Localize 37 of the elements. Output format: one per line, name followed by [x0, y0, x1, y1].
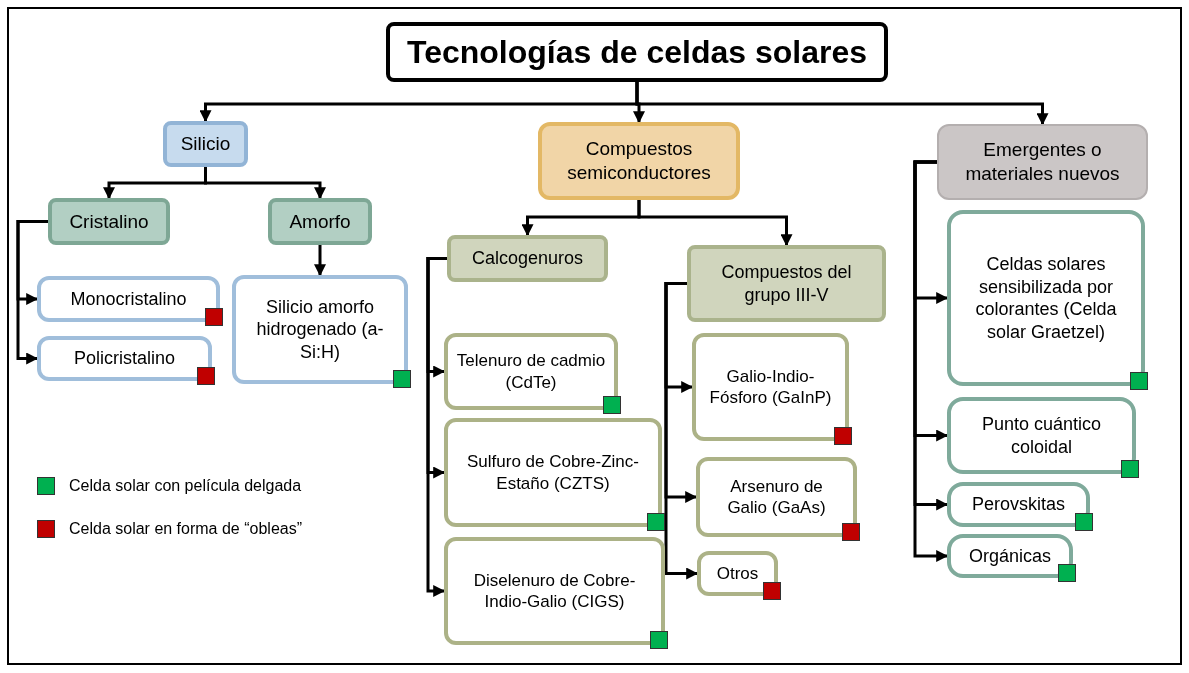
node-label: Tecnologías de celdas solares: [406, 33, 867, 72]
connector-arrow: [204, 167, 326, 200]
node-label: Celdas solares sensibilizada por colorantes (Celda solar Graetzel): [974, 253, 1118, 343]
legend-text: Celda solar en forma de “obleas”: [69, 519, 302, 539]
node-label: Silicio amorfo hidrogenado (a-Si:H): [255, 295, 385, 364]
title-box: [386, 22, 888, 82]
node-label: Policristalino: [73, 347, 175, 370]
node-label: Compuestos del grupo III-V: [720, 261, 853, 306]
node-label: Otros: [716, 562, 759, 585]
node-label: Arsenuro de Galio (GaAs): [726, 475, 827, 519]
node-label: Telenuro de cadmio (CdTe): [456, 350, 606, 393]
node-label: Calcogenuros: [471, 247, 584, 270]
node-label: Amorfo: [289, 209, 351, 234]
connector-arrow: [314, 245, 326, 277]
category-box: [937, 124, 1148, 200]
node-label: Galio-Indio-Fósforo (GaInP): [708, 365, 833, 409]
node-label: Silicio: [180, 132, 231, 156]
node-label: Sulfuro de Cobre-Zinc-Estaño (CZTS): [466, 451, 640, 494]
subcategory-box: [268, 198, 372, 245]
category-box: [163, 121, 248, 167]
category-box: [538, 122, 740, 200]
subcategory-box: [447, 235, 608, 282]
connector-arrow: [16, 220, 48, 365]
node-label: Orgánicas: [968, 544, 1051, 568]
connector-arrow: [664, 282, 699, 580]
node-label: Compuestos semiconductores: [566, 137, 712, 185]
subcategory-box: [48, 198, 170, 245]
node-label: Diselenuro de Cobre-Indio-Galio (CIGS): [472, 569, 637, 613]
node-label: Punto cuántico coloidal: [980, 413, 1103, 458]
connector-arrow: [635, 82, 1049, 126]
connector-arrow: [637, 200, 793, 247]
node-label: Perovskitas: [971, 493, 1065, 516]
legend-text: Celda solar con película delgada: [69, 476, 302, 496]
node-label: Emergentes o materiales nuevos: [964, 138, 1121, 186]
node-label: Cristalino: [69, 209, 149, 234]
subcategory-box: [687, 245, 886, 322]
node-label: Monocristalino: [70, 287, 187, 311]
